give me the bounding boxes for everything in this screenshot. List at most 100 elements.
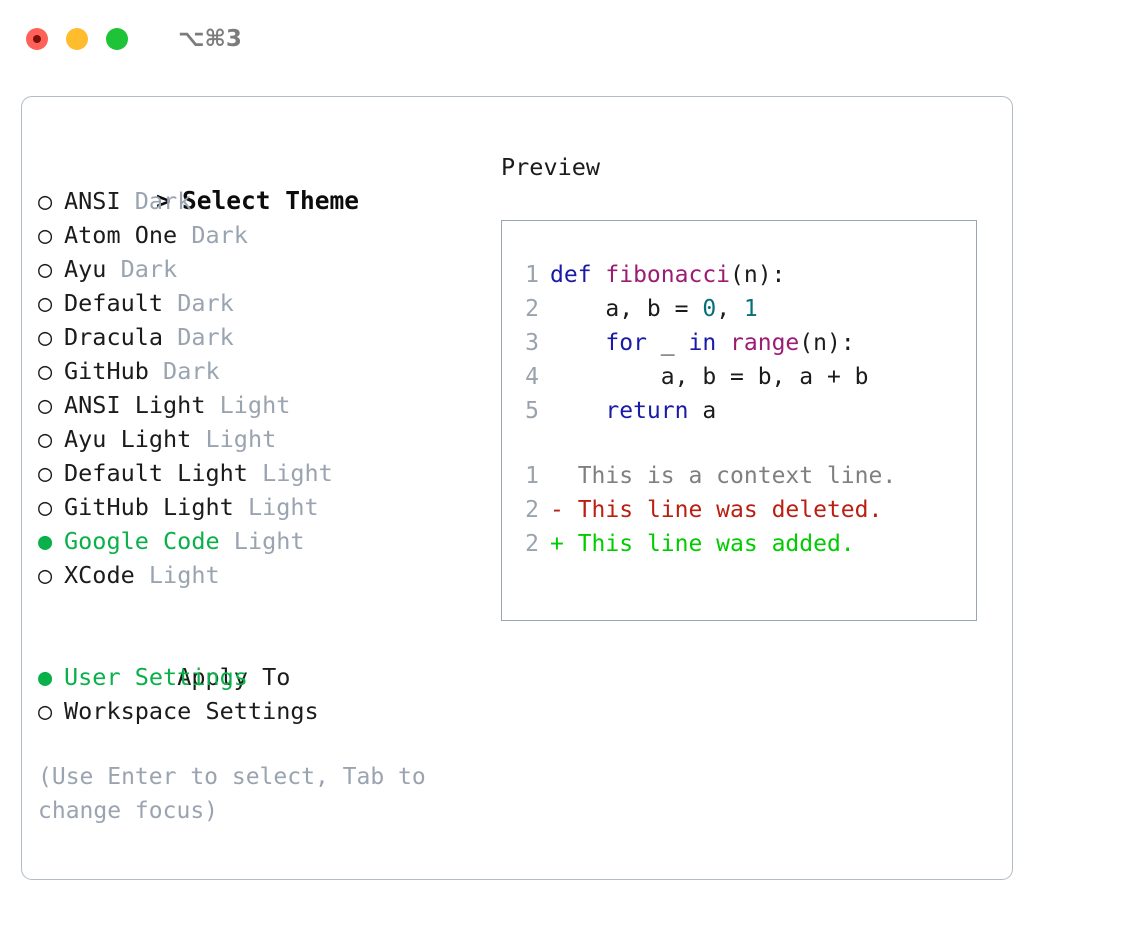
theme-name: XCode: [64, 561, 135, 589]
diff-line-deleted: 2- This line was deleted.: [515, 493, 976, 527]
theme-category: Dark: [177, 289, 234, 317]
code-line: 3 for _ in range(n):: [515, 326, 976, 360]
theme-category: Light: [219, 391, 291, 419]
theme-name: Atom One: [64, 221, 178, 249]
code-token: fibonacci: [605, 262, 731, 288]
title-bar: ⌥⌘3: [0, 0, 1140, 78]
code-token: [716, 330, 730, 356]
theme-list-item[interactable]: ○XCode Light: [38, 558, 508, 592]
code-token: ,: [716, 296, 744, 322]
radio-icon: ○: [38, 187, 53, 215]
theme-list-item[interactable]: ○ANSI Dark: [38, 184, 508, 218]
code-token: a: [688, 398, 717, 424]
radio-icon: ○: [38, 323, 53, 351]
theme-category: Light: [262, 459, 333, 487]
theme-list-item[interactable]: ○ GitHub Light Light: [38, 490, 508, 524]
radio-icon: ○: [38, 289, 53, 317]
close-light-icon[interactable]: [26, 28, 48, 50]
radio-icon: ○: [38, 459, 53, 487]
line-number: 2: [525, 531, 539, 557]
theme-list-item[interactable]: ○ Default Dark: [38, 286, 508, 320]
theme-category: Dark: [134, 187, 192, 215]
apply-to-header: Apply To: [38, 626, 508, 691]
apply-to-option-label: Workspace Settings: [64, 697, 319, 725]
code-token: _: [646, 330, 689, 356]
theme-list-item[interactable]: ○ GitHub Dark: [38, 354, 508, 388]
theme-category: Light: [247, 493, 319, 521]
theme-list-item[interactable]: ○ Atom One Dark: [38, 218, 508, 252]
diff-line-context: 1 This is a context line.: [515, 459, 976, 493]
code-token: def: [550, 262, 606, 288]
code-token: range: [730, 330, 800, 356]
code-token: [550, 330, 605, 356]
diff-text: This is a context line.: [563, 463, 897, 489]
theme-selector-column: >Select Theme ○ANSI Dark ○Atom One Dark …: [38, 150, 508, 828]
radio-icon: ○: [38, 255, 53, 283]
line-number: 4: [525, 364, 539, 390]
preview-gap: [515, 428, 976, 459]
theme-list-item[interactable]: ○ Dracula Dark: [38, 320, 508, 354]
line-number: 3: [525, 330, 539, 356]
theme-name: Dracula: [64, 323, 164, 351]
theme-category: Dark: [120, 255, 178, 283]
diff-text: This line was deleted.: [563, 497, 883, 523]
maximize-light-icon[interactable]: [106, 28, 128, 50]
apply-to-label: Apply To: [177, 663, 291, 691]
theme-name: ANSI Light: [64, 391, 206, 419]
minimize-light-icon[interactable]: [66, 28, 88, 50]
theme-category: Light: [233, 527, 305, 555]
code-token: a, b =: [550, 296, 703, 322]
theme-name: Ayu: [64, 255, 107, 283]
theme-name: Google Code: [64, 527, 220, 555]
code-token: [550, 398, 605, 424]
theme-name: GitHub Light: [64, 493, 234, 521]
select-theme-header: >Select Theme: [38, 150, 508, 215]
radio-icon: ○: [38, 391, 53, 419]
theme-category: Light: [148, 561, 220, 589]
line-number: 2: [525, 497, 539, 523]
radio-selected-icon: ●: [38, 663, 53, 691]
code-line: 5 return a: [515, 394, 976, 428]
theme-list-item-selected[interactable]: ● Google Code Light: [38, 524, 508, 558]
window-controls: [26, 28, 128, 50]
radio-selected-icon: ●: [38, 527, 53, 555]
code-line: 4 a, b = b, a + b: [515, 360, 976, 394]
theme-list-item[interactable]: ○ Ayu Dark: [38, 252, 508, 286]
theme-name: Ayu Light: [64, 425, 192, 453]
line-number: 5: [525, 398, 539, 424]
apply-to-option-label: User Settings: [64, 663, 248, 691]
theme-category: Dark: [191, 221, 248, 249]
theme-name: Default Light: [64, 459, 248, 487]
theme-list-item[interactable]: ○ ANSI Light Light: [38, 388, 508, 422]
radio-icon: ○: [38, 697, 53, 725]
theme-category: Dark: [177, 323, 234, 351]
main-panel: >Select Theme ○ANSI Dark ○Atom One Dark …: [21, 96, 1013, 880]
code-token: (n):: [799, 330, 855, 356]
apply-to-option-workspace-settings[interactable]: ○ Workspace Settings: [38, 694, 508, 728]
apply-to-option-user-settings[interactable]: ● User Settings: [38, 660, 508, 694]
select-theme-header-label: Select Theme: [182, 186, 360, 215]
keyboard-hint-text: (Use Enter to select, Tab to change focu…: [38, 764, 426, 824]
diff-sign: [550, 463, 564, 489]
diff-sign: +: [550, 531, 564, 557]
radio-icon: ○: [38, 493, 53, 521]
theme-list-item[interactable]: ○ Default Light Light: [38, 456, 508, 490]
code-token: in: [688, 330, 717, 356]
theme-list-item[interactable]: ○ Ayu Light Light: [38, 422, 508, 456]
diff-text: This line was added.: [563, 531, 855, 557]
theme-name: Default: [64, 289, 164, 317]
radio-icon: ○: [38, 221, 53, 249]
theme-name: GitHub: [64, 357, 149, 385]
code-token: 1: [743, 296, 758, 322]
radio-icon: ○: [38, 425, 53, 453]
keyboard-shortcut-label: ⌥⌘3: [178, 26, 242, 52]
code-token: for: [605, 330, 647, 356]
theme-category: Light: [205, 425, 277, 453]
code-line: 2 a, b = 0, 1: [515, 292, 976, 326]
theme-category: Dark: [163, 357, 220, 385]
radio-icon: ○: [38, 357, 53, 385]
